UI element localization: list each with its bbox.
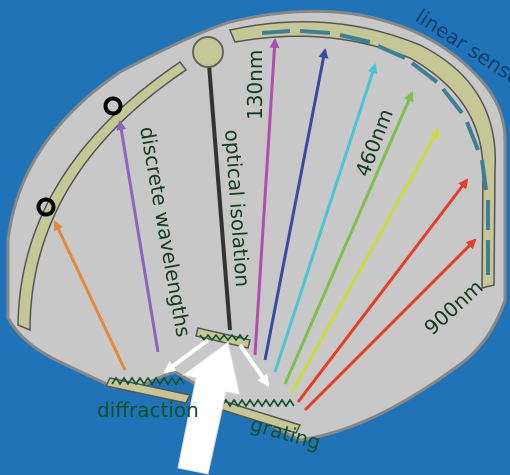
- sensor-segment: [441, 87, 464, 115]
- sensor-segment: [339, 33, 371, 44]
- sensor-segment: [299, 29, 331, 35]
- ray-cyan-arrow: [273, 63, 378, 373]
- incoming-light-arrow: [177, 341, 241, 475]
- ring-marker-icon: [36, 197, 56, 217]
- ray-magenta-arrow: [253, 38, 280, 356]
- sensor-segment: [480, 159, 488, 191]
- label-130nm: 130nm: [243, 50, 267, 120]
- ray-violet-arrow: [116, 120, 160, 353]
- sensor-rail: [228, 21, 497, 289]
- linear-sensor-segments: [261, 29, 490, 275]
- label-diffraction: diffraction: [97, 398, 199, 422]
- ray-indigo-arrow: [263, 48, 329, 361]
- ray-orange-arrow: [53, 220, 127, 371]
- ring-marker-icon: [103, 96, 123, 116]
- pivot-icon: [192, 36, 224, 68]
- reflection-left-arrow: [163, 338, 210, 374]
- left-rail: [17, 60, 188, 332]
- diffraction-grating-center: [195, 327, 251, 349]
- sensor-segment: [410, 61, 439, 84]
- diffraction-grating-left: [104, 376, 192, 404]
- reflection-right-arrow: [238, 343, 270, 387]
- ray-red-arrow-2: [303, 238, 477, 412]
- optical-isolation-wall: [206, 51, 232, 331]
- sensor-segment: [465, 121, 480, 151]
- ray-yellow-arrow: [290, 128, 440, 393]
- sensor-segment: [377, 44, 406, 60]
- ray-red-arrow-1: [296, 178, 469, 403]
- sensor-segment: [261, 29, 291, 35]
- ray-green-arrow: [283, 91, 414, 385]
